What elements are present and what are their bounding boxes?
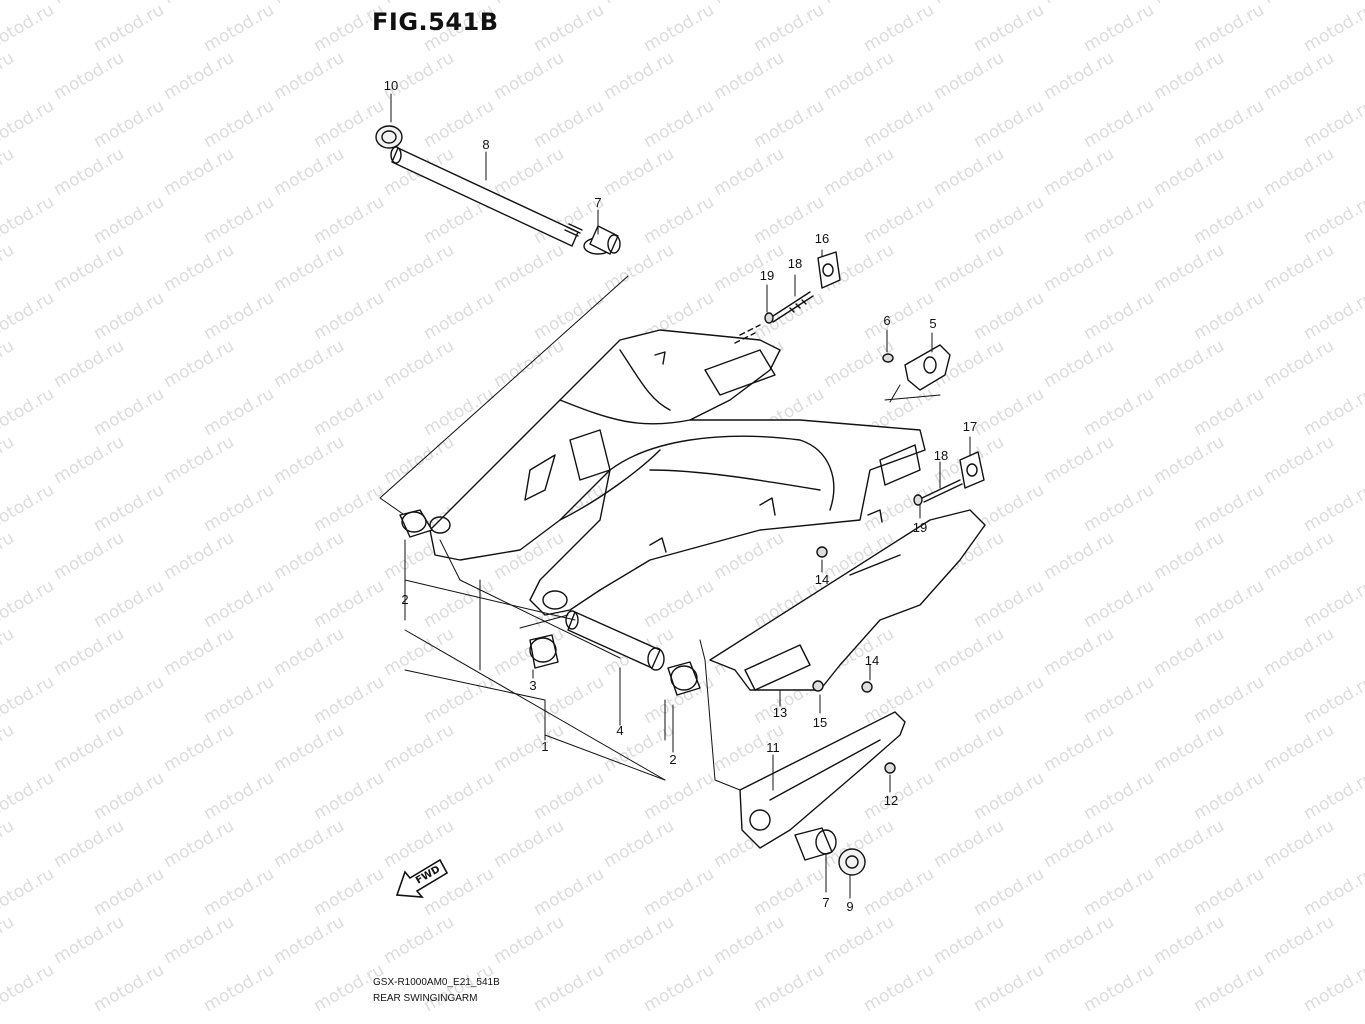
adjuster-bolt-part-18-right — [913, 479, 963, 506]
callout-11: 11 — [766, 740, 780, 755]
assembly-lines — [379, 275, 741, 791]
callout-18: 18 — [934, 448, 948, 463]
callout-2: 2 — [669, 752, 676, 767]
pivot-shaft-part-8 — [390, 146, 583, 247]
bolt-part-14-top — [816, 546, 828, 558]
bolt-part-12 — [884, 762, 896, 774]
callout-6: 6 — [883, 313, 890, 328]
bushing-part-7-bottom — [794, 827, 837, 861]
callout-3: 3 — [529, 678, 536, 693]
nut-part-9 — [838, 848, 866, 876]
bearing-part-2-left — [399, 509, 433, 538]
callout-19: 19 — [913, 520, 927, 535]
callout-5: 5 — [929, 316, 936, 331]
bearing-part-3 — [529, 634, 559, 669]
figure-title: FIG.541B — [372, 8, 499, 36]
leader-lines-5-6 — [884, 384, 941, 403]
chain-case-part-13 — [709, 509, 986, 691]
callout-12: 12 — [884, 793, 898, 808]
callout-14: 14 — [865, 653, 879, 668]
chain-slider-part-11 — [739, 711, 906, 849]
callout-7: 7 — [822, 895, 829, 910]
callout-4: 4 — [616, 723, 623, 738]
callout-7: 7 — [594, 195, 601, 210]
callout-15: 15 — [813, 715, 827, 730]
callout-19: 19 — [760, 268, 774, 283]
adjuster-block-part-16 — [817, 251, 841, 289]
callout-18: 18 — [788, 256, 802, 271]
callout-9: 9 — [846, 899, 853, 914]
callout-1: 1 — [541, 739, 548, 754]
fwd-arrow-icon: FWD — [395, 858, 449, 898]
leader-dash-18 — [734, 324, 761, 344]
callout-2: 2 — [401, 592, 408, 607]
figure-code: GSX-R1000AM0_E21_541B — [373, 977, 500, 988]
bushing-part-7-top — [583, 225, 621, 255]
figure-name: REAR SWINGINGARM — [373, 993, 478, 1004]
bolt-part-15 — [812, 680, 824, 692]
adjuster-bolt-part-18-top — [764, 291, 814, 324]
collar-part-10 — [375, 125, 403, 149]
callout-16: 16 — [815, 231, 829, 246]
callout-13: 13 — [773, 705, 787, 720]
bearing-part-2-right — [667, 661, 701, 696]
bracket-part-5 — [904, 344, 951, 391]
callout-leaders — [390, 93, 971, 899]
screw-part-6 — [882, 353, 894, 363]
sleeve-part-4 — [565, 610, 665, 671]
callout-8: 8 — [482, 137, 489, 152]
callout-17: 17 — [963, 419, 977, 434]
swingarm-body — [429, 329, 926, 616]
callout-14: 14 — [815, 572, 829, 587]
bolt-part-14-bottom — [861, 681, 873, 693]
adjuster-block-part-17 — [959, 451, 985, 489]
callout-10: 10 — [384, 78, 398, 93]
